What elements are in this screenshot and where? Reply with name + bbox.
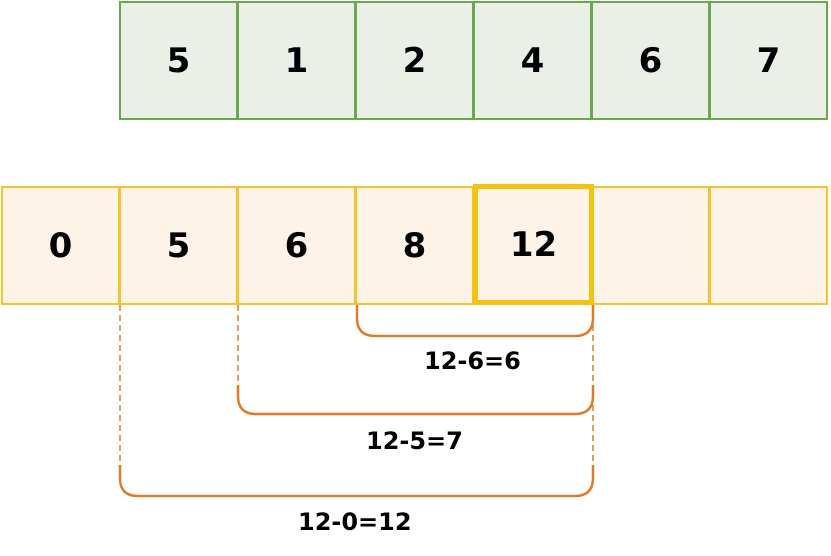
cell-value: 4 — [520, 40, 545, 81]
bracket-label: 12-0=12 — [298, 508, 412, 536]
top-array-cell: 2 — [355, 1, 474, 120]
top-array-cell: 7 — [709, 1, 828, 120]
cell-value: 7 — [756, 40, 781, 81]
prefix-array-cell: 8 — [355, 186, 474, 305]
top-array-cell: 5 — [119, 1, 238, 120]
bracket-12-minus-0 — [118, 465, 595, 498]
bracket-label: 12-6=6 — [424, 347, 521, 375]
cell-value: 8 — [402, 225, 427, 266]
prefix-array-cell: 5 — [119, 186, 238, 305]
cell-value: 12 — [509, 224, 558, 265]
cell-value: 6 — [284, 225, 309, 266]
cell-value: 1 — [284, 40, 309, 81]
prefix-array-cell — [591, 186, 710, 305]
bracket-12-minus-5 — [236, 385, 595, 416]
cell-value: 5 — [166, 40, 191, 81]
bracket-label: 12-5=7 — [366, 427, 463, 455]
top-array-cell: 1 — [237, 1, 356, 120]
prefix-array-cell — [709, 186, 828, 305]
cell-value: 5 — [166, 225, 191, 266]
bracket-12-minus-6 — [355, 305, 595, 338]
cell-value: 0 — [48, 225, 73, 266]
prefix-array-cell-highlighted: 12 — [473, 184, 594, 305]
prefix-array-cell: 0 — [1, 186, 120, 305]
cell-value: 6 — [638, 40, 663, 81]
top-array-cell: 6 — [591, 1, 710, 120]
cell-value: 2 — [402, 40, 427, 81]
prefix-array-cell: 6 — [237, 186, 356, 305]
